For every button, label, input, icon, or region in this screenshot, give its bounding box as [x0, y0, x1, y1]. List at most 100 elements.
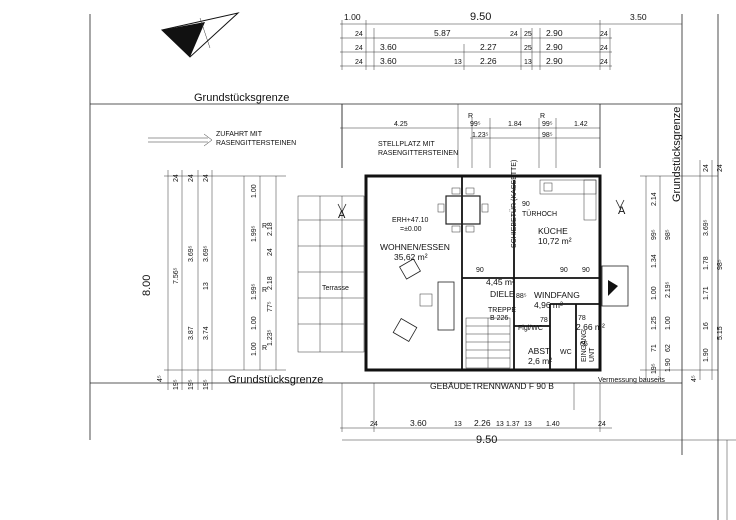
- driveway-note-1: ZUFAHRT MIT: [216, 131, 263, 138]
- dim-l-9: 19⁵: [188, 379, 195, 390]
- room-living-name: WOHNEN/ESSEN: [380, 242, 450, 252]
- dim-w-7: 1.00: [251, 316, 258, 330]
- dim-r-5: 2.19⁵: [665, 281, 672, 298]
- room-wc-area: 2,66 m²: [576, 322, 605, 332]
- dim-r-6: 1.25: [651, 316, 658, 330]
- room-hall-area: 4,45 m²: [486, 277, 515, 287]
- dim-w-1: 2.18: [267, 222, 274, 236]
- dim-r-12: 24: [703, 164, 710, 172]
- dim-inner-3: 99⁵: [542, 121, 553, 128]
- room-kitchen-name: KÜCHE: [538, 226, 568, 236]
- dim-r3-5: 2.90: [546, 56, 563, 66]
- dim-l-4: 3.74: [203, 326, 210, 340]
- dim-b-4: 13: [496, 421, 504, 428]
- dim-r1-b: 25: [524, 31, 532, 38]
- top-dimension-chains: [340, 20, 682, 70]
- dim-r2-1: 3.60: [380, 42, 397, 52]
- dim-r-20: 5.15: [717, 326, 724, 340]
- dim-inner-1: 99⁵: [470, 121, 481, 128]
- dim-left-col-1: 4⁵: [157, 375, 164, 382]
- room-storage-name: ABST: [528, 346, 550, 356]
- dim-b-7: 1.40: [546, 421, 560, 428]
- dim-r1-3: 2.90: [546, 28, 563, 38]
- dim-l-3: 3.87: [188, 326, 195, 340]
- fire-wall-label: GEBÄUDETRENNWAND F 90 B: [430, 381, 554, 391]
- sliding-door: SCHIEBETÜR (KASSETTE): [510, 160, 518, 248]
- door-w-3: 78: [540, 317, 548, 324]
- door-w-1: 90: [560, 267, 568, 274]
- dim-r2-5: 24: [600, 45, 608, 52]
- section-a-right: A: [618, 205, 626, 217]
- dim-r-17: 1.71: [703, 286, 710, 300]
- door-kitchen-2: TÜRHOCH: [522, 210, 557, 218]
- dim-r-15: 98⁵: [717, 259, 724, 270]
- r-label-5: R: [262, 345, 267, 352]
- dim-r-0: 2.14: [651, 192, 658, 206]
- room-lobby-name: WINDFANG: [534, 290, 580, 300]
- dim-r3-4: 13: [524, 59, 532, 66]
- door-w-6: 90: [582, 267, 590, 274]
- dim-left-overall: 8.00: [141, 275, 153, 296]
- dim-r2-2: 2.27: [480, 42, 497, 52]
- left-dimension-chains: [164, 170, 286, 390]
- dim-inner-4: 1.42: [574, 121, 588, 128]
- dim-r-2: 98⁵: [665, 229, 672, 240]
- dim-r2-0: 24: [355, 45, 363, 52]
- dim-inner2-1: 98⁵: [542, 132, 553, 139]
- stairs-1: TREPPE: [488, 307, 516, 314]
- dim-r3-3: 2.26: [480, 56, 497, 66]
- driveway-note-2: RASENGITTERSTEINEN: [216, 140, 296, 147]
- dim-w-3: 24: [267, 248, 274, 256]
- dim-r-16: 1.78: [703, 256, 710, 270]
- r-label-4: R: [262, 287, 267, 294]
- dim-top-1: 1.00: [344, 12, 361, 22]
- room-kitchen-area: 10,72 m²: [538, 236, 572, 246]
- stairs-2: B 226: [490, 315, 508, 322]
- terrace-tiles: [297, 195, 365, 353]
- r-label-2: R: [540, 113, 545, 120]
- door-w-2: 88⁵: [516, 293, 527, 300]
- room-lobby-area: 4,96 m²: [534, 300, 563, 310]
- dim-l-7: 24: [173, 174, 180, 182]
- building-outline: [364, 174, 602, 372]
- dim-r-21: 1.90: [703, 348, 710, 362]
- dim-r-10: 19⁵: [651, 363, 658, 374]
- dim-r3-2: 13: [454, 59, 462, 66]
- elevation-2: =±0.00: [400, 226, 422, 233]
- dim-r1-2: 24: [510, 31, 518, 38]
- dim-inner-0: 4.25: [394, 121, 408, 128]
- parking-note-2: RASENGITTERSTEINEN: [378, 150, 458, 157]
- dim-b-2: 13: [454, 421, 462, 428]
- dim-inner-2: 1.84: [508, 121, 522, 128]
- dim-r-7: 1.00: [665, 316, 672, 330]
- dim-w-4: 2.18: [267, 276, 274, 290]
- room-storage-area: 2,6 m²: [528, 356, 552, 366]
- dim-bottom-overall: 9.50: [476, 434, 497, 446]
- dim-r-8: 71: [651, 344, 658, 352]
- dim-b-5: 1.37: [506, 421, 520, 428]
- room-hall-name: DIELE: [490, 289, 515, 299]
- dim-w-8: 1.23⁵: [267, 329, 274, 346]
- dim-l-1: 3.69⁵: [188, 245, 195, 262]
- dim-w-6: 77⁵: [267, 301, 274, 312]
- staircase: [465, 317, 511, 369]
- dim-b-1: 3.60: [410, 418, 427, 428]
- dim-r1-1: 5.87: [434, 28, 451, 38]
- dim-inner2-0: 1.23⁵: [472, 132, 489, 139]
- dim-w-9: 1.00: [251, 342, 258, 356]
- dim-r1-0: 24: [355, 31, 363, 38]
- dining-table: [437, 187, 489, 233]
- dim-b-6: 13: [524, 421, 532, 428]
- r-label-1: R: [468, 113, 473, 120]
- dim-left-col-0: 7.56⁵: [173, 267, 180, 284]
- dim-w-5: 1.99⁵: [251, 283, 258, 300]
- dim-l-10: 19⁵: [203, 379, 210, 390]
- dim-b-3: 2.26: [474, 418, 491, 428]
- dim-l-5: 13: [203, 282, 210, 290]
- dim-b-0: 24: [370, 421, 378, 428]
- dim-r-18: 4⁵: [691, 375, 698, 382]
- door-w-5: 65: [580, 341, 588, 348]
- right-dimension-chains: [640, 160, 718, 380]
- dim-r-11: 1.90: [665, 358, 672, 372]
